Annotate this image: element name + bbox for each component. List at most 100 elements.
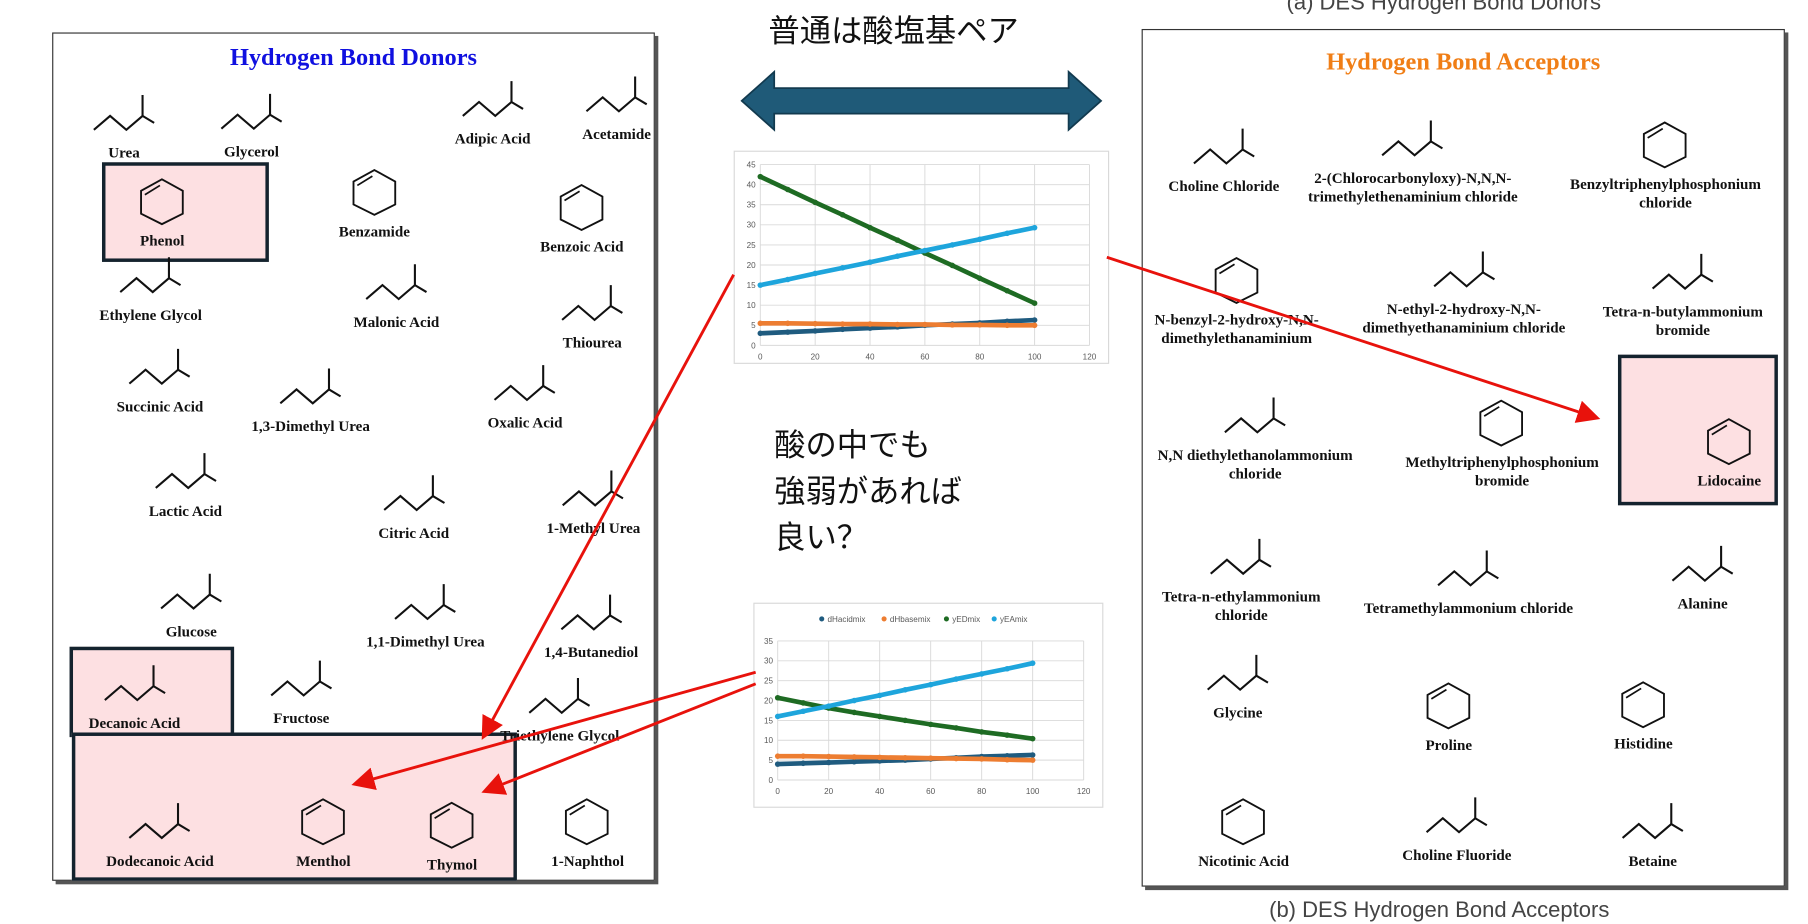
compound-name: Glycerol	[224, 142, 279, 160]
compound-name: 2-(Chlorocarbonyloxy)-N,N,N-	[1314, 169, 1512, 187]
chain-structure-icon	[1437, 550, 1500, 587]
compound-name: dimethyethanaminium chloride	[1362, 318, 1566, 337]
data-point-yEDmix	[902, 717, 908, 724]
compound: Lidocaine	[1694, 416, 1764, 490]
data-point-dHbasemix	[825, 753, 832, 760]
data-point-dHacidmix	[1004, 752, 1010, 759]
y-tick-label: 30	[747, 221, 757, 230]
legend-label: dHbasemix	[890, 615, 931, 624]
legend-label: yEAmix	[1000, 615, 1027, 624]
compound: N-benzyl-2-hydroxy-N,N-dimethylethanamin…	[1155, 255, 1319, 348]
y-tick-label: 35	[764, 637, 774, 646]
chain-structure-icon	[103, 665, 166, 702]
data-point-dHbasemix	[922, 321, 928, 328]
data-point-yEAmix	[894, 253, 901, 259]
compound: Thiourea	[557, 278, 627, 352]
compound-name: Choline Fluoride	[1402, 846, 1512, 864]
chain-structure-icon	[394, 584, 457, 621]
chain-structure-icon	[1652, 253, 1714, 290]
data-point-dHbasemix	[953, 755, 959, 762]
data-point-dHbasemix	[1031, 322, 1038, 329]
ring-structure-icon	[1426, 682, 1471, 730]
compound: Choline Fluoride	[1402, 790, 1511, 864]
x-tick-label: 20	[824, 787, 834, 796]
compound-name: Tetra-n-ethylammonium	[1162, 587, 1321, 605]
compound-name: bromide	[1655, 321, 1710, 339]
data-point-yEAmix	[876, 692, 883, 699]
chain-structure-icon	[1433, 251, 1495, 288]
x-tick-label: 0	[758, 352, 763, 361]
x-tick-label: 60	[920, 352, 930, 361]
data-point-dHacidmix	[851, 758, 857, 765]
compound-name: Glucose	[165, 622, 217, 640]
chain-structure-icon	[270, 660, 333, 697]
chain-structure-icon	[160, 573, 222, 610]
compound-name: Nicotinic Acid	[1198, 851, 1290, 870]
data-point-yEDmix	[1029, 735, 1036, 742]
compound-name: Lidocaine	[1697, 471, 1762, 490]
data-point-dHacidmix	[1004, 318, 1010, 325]
compound: Glycerol	[217, 87, 287, 161]
data-point-yEDmix	[757, 173, 764, 180]
ring-structure-icon	[1621, 681, 1665, 729]
data-point-dHbasemix	[902, 754, 908, 761]
heading-note: 普通は酸塩基ペア	[768, 13, 1019, 50]
x-tick-label: 120	[1083, 352, 1097, 361]
compound-name: Thymol	[426, 855, 478, 873]
data-point-dHacidmix	[1029, 752, 1036, 758]
ring-structure-icon	[1643, 121, 1687, 169]
data-point-yEAmix	[949, 242, 956, 248]
y-tick-label: 20	[747, 261, 757, 270]
chain-structure-icon	[1382, 120, 1444, 157]
data-point-yEDmix	[949, 262, 956, 269]
compound-name: Ethylene Glycol	[99, 305, 202, 324]
highlight-lidocaine	[1617, 354, 1778, 506]
data-point-yEDmix	[894, 237, 901, 243]
compound-name: Thiourea	[562, 333, 622, 352]
x-tick-label: 60	[926, 787, 936, 796]
compound: Alanine	[1668, 539, 1738, 613]
compound-name: Acetamide	[582, 125, 651, 143]
x-tick-label: 40	[875, 787, 885, 796]
ring-structure-icon	[1214, 257, 1259, 305]
data-point-dHbasemix	[839, 321, 846, 327]
data-point-dHacidmix	[774, 761, 781, 767]
compound-name: chloride	[1228, 464, 1282, 483]
ring-structure-icon	[1221, 798, 1266, 846]
compound: Oxalic Acid	[488, 358, 562, 432]
data-point-dHbasemix	[976, 322, 983, 328]
data-point-yEAmix	[1031, 224, 1038, 231]
compound-name: Adipic Acid	[454, 129, 531, 148]
donors-title: Hydrogen Bond Donors	[229, 42, 478, 71]
compound-name: trimethylethenaminium chloride	[1307, 187, 1518, 206]
double-arrow-icon	[740, 69, 1103, 132]
data-point-yEDmix	[774, 694, 781, 701]
ring-structure-icon	[301, 798, 345, 846]
data-point-dHacidmix	[812, 328, 818, 334]
compound: Proline	[1414, 680, 1484, 754]
data-point-yEDmix	[784, 186, 791, 193]
data-point-yEAmix	[1004, 665, 1010, 672]
compound-name: Lactic Acid	[148, 501, 223, 520]
ring-structure-icon	[1479, 399, 1524, 447]
chain-structure-icon	[119, 257, 182, 294]
chain-structure-icon	[585, 76, 648, 113]
ring-structure-icon	[1707, 418, 1751, 466]
data-point-dHacidmix	[757, 330, 764, 337]
compound-name: 1-Naphthol	[551, 851, 625, 870]
compound-name: Benzamide	[338, 222, 410, 240]
data-point-yEAmix	[825, 703, 832, 709]
compound: Lactic Acid	[149, 446, 222, 520]
x-tick-label: 80	[975, 352, 985, 361]
y-tick-label: 45	[747, 160, 757, 169]
compound: Triethylene Glycol	[500, 671, 619, 745]
data-point-yEAmix	[839, 265, 846, 271]
compound: Malonic Acid	[353, 257, 439, 331]
compound: Glucose	[156, 567, 226, 641]
chain-structure-icon	[154, 453, 217, 490]
compound: 1,3-Dimethyl Urea	[251, 362, 370, 436]
